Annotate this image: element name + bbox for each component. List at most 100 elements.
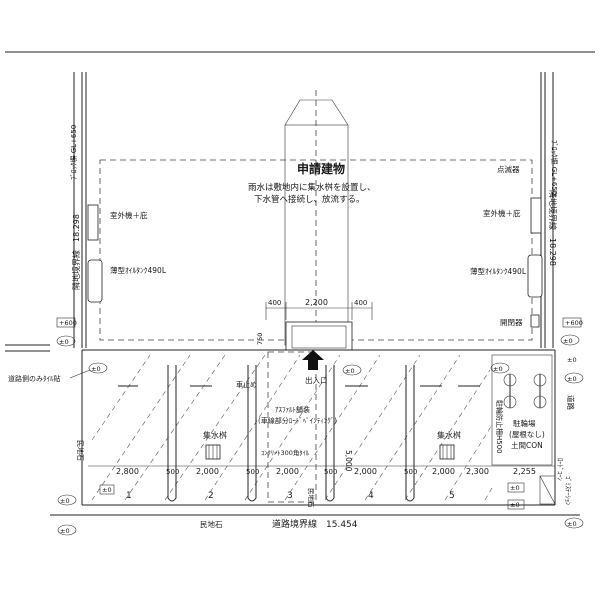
level-box (507, 499, 525, 510)
level-pm0-m: ±0 (567, 356, 577, 364)
right-outdoor-unit-label: 室外機＋庇 (483, 208, 521, 218)
dim-750: 750 (256, 333, 264, 345)
level-circle (56, 335, 76, 347)
entrance-arrow-icon (302, 350, 324, 370)
parking-space-3: 3 (287, 491, 293, 501)
catch-basin-grate-left (208, 445, 218, 459)
trash-station-cross (539, 475, 556, 505)
tile-note-leader (69, 369, 91, 379)
level-pm0-k: ±0 (510, 501, 520, 509)
road-boundary-label: 道路境界線 15.454 (272, 518, 358, 530)
building-title: 申請建物 (297, 161, 345, 176)
light-label: 点滅器 (497, 164, 520, 174)
dim-500-c: 500 (324, 468, 337, 476)
road-side-right-label: 道路 (566, 395, 576, 410)
level-pm0-a: ±0 (59, 338, 69, 346)
building-note-2: 下水管へ接続し、放流する。 (254, 194, 365, 205)
dim-2800: 2,800 (116, 467, 139, 476)
entrance-porch (285, 321, 353, 351)
dim-500-b: 500 (246, 468, 259, 476)
right-fence-label: ﾌﾞﾛｯｸ塀 GL+650 (550, 140, 559, 195)
asphalt-label-1: ｱｽﾌｧﾙﾄ舗装 (275, 405, 310, 414)
stop-label: 車止め (236, 380, 257, 389)
opener-box (530, 314, 540, 328)
left-oil-tank-label: 薄型ｵｲﾙﾀﾝｸ490L (110, 265, 167, 275)
parking-divider-4 (405, 365, 415, 502)
entrance-label: 出入口 (305, 375, 328, 385)
level-pm0-i: ±0 (567, 375, 577, 383)
level-circle (342, 364, 362, 376)
dim-2200: 2,200 (305, 298, 328, 307)
dim-500-d: 500 (404, 468, 417, 476)
level-circle (560, 334, 580, 346)
level-circle (57, 524, 77, 536)
right-oil-tank (527, 254, 543, 298)
level-plus600-right: +600 (565, 319, 583, 327)
parking-divider-2 (247, 365, 257, 502)
level-pm0-d: ±0 (102, 486, 112, 494)
level-pm0-e: ±0 (60, 497, 70, 505)
dim-2000-c: 2,000 (354, 467, 377, 476)
level-circle (564, 372, 584, 384)
parking-divider-1 (167, 365, 177, 502)
bicycle-icon (503, 373, 547, 409)
asphalt-label-2: (車線部分ﾛｰﾄﾞﾍﾟｲﾝﾃｨﾝｸﾞ) (258, 416, 337, 425)
bicycle-area (491, 354, 553, 466)
left-oil-tank (87, 259, 103, 303)
right-outdoor-unit (530, 197, 542, 234)
curb-left-label: 民地石 (76, 440, 85, 461)
level-circle (57, 494, 77, 506)
level-box (99, 484, 115, 495)
opener-label: 開閉器 (500, 318, 523, 327)
left-outdoor-unit (87, 204, 99, 241)
dim-2000-b: 2,000 (276, 467, 299, 476)
parking-divider-3 (325, 365, 335, 502)
asphalt-hatching (91, 354, 493, 501)
level-box (56, 317, 76, 328)
level-pm0-g: ±0 (563, 337, 573, 345)
right-boundary-label: 隣地境界線 18.298 (548, 190, 558, 266)
parking-space-5: 5 (449, 491, 455, 501)
walkway-path (267, 351, 317, 503)
catch-basin-right-label: 集水桝 (437, 430, 461, 440)
building-roof-outline (284, 99, 349, 126)
catch-basin-grate-right (442, 445, 452, 459)
level-box (562, 317, 582, 328)
tile-note: 道路側のみﾀｲﾙ貼 (8, 374, 61, 383)
parking-space-2: 2 (208, 491, 214, 501)
level-pm0-c: ±0 (345, 367, 355, 375)
left-outdoor-unit-label: 室外機＋庇 (110, 210, 148, 220)
level-circle (88, 362, 108, 374)
dim-400-right: 400 (354, 299, 367, 307)
parking-space-4: 4 (368, 491, 374, 501)
concrete-tile-label: ｺﾝｸﾘｰﾄ300角ﾀｲﾙ (261, 448, 310, 457)
dim-2000-a: 2,000 (196, 467, 219, 476)
cone-label: ﾛｰﾄﾞｺｰﾝ (556, 458, 564, 481)
dim-2000-d: 2,000 (432, 467, 455, 476)
left-boundary-label: 隣地境界線 18.298 (71, 214, 81, 290)
level-pm0-h: ±0 (493, 365, 503, 373)
building-core-outline (284, 124, 349, 346)
level-pm0-j: ±0 (510, 484, 520, 492)
right-oil-tank-label: 薄型ｵｲﾙﾀﾝｸ490L (470, 266, 527, 276)
curb-bottom-label: 民地石 (200, 519, 223, 529)
dim-5000: 5,000 (344, 450, 353, 472)
parking-space-1: 1 (126, 491, 132, 501)
dim-2300: 2,300 (466, 467, 489, 476)
dim-400-left: 400 (268, 299, 281, 307)
level-pm0-f: ±0 (60, 527, 70, 535)
level-plus600-left: +600 (59, 319, 77, 327)
dim-500-a: 500 (166, 468, 179, 476)
level-pm0-l: ±0 (567, 520, 577, 528)
left-fence-label: ﾌﾞﾛｯｸ塀 GL+650 (69, 125, 78, 180)
level-pm0-b: ±0 (91, 365, 101, 373)
level-box (507, 482, 525, 493)
trash-station (539, 475, 556, 505)
bicycle-label-2: (屋根なし) (509, 429, 545, 439)
level-circle (490, 362, 510, 374)
building-note-1: 雨水は敷地内に集水桝を設置し、 (248, 182, 376, 193)
curb-vertical-label: 民地石 (307, 488, 316, 508)
level-circle (564, 517, 584, 529)
bicycle-label-3: 土間CON (511, 440, 543, 450)
